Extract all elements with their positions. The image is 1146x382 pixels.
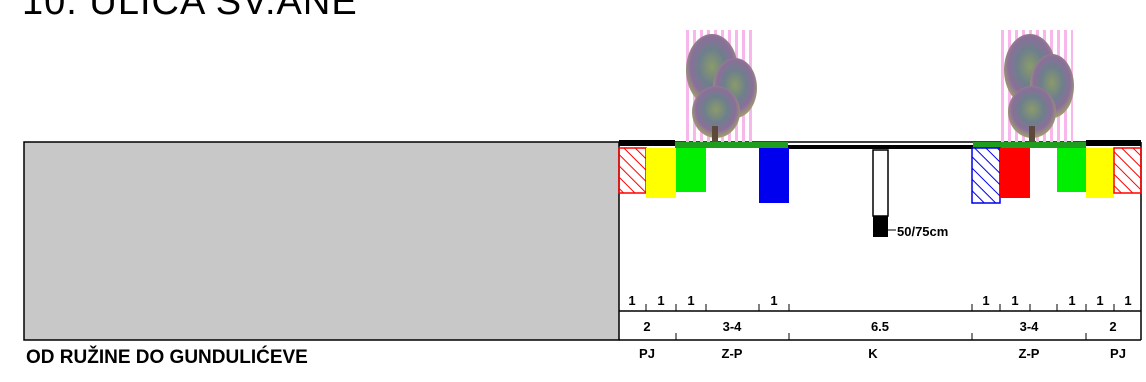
width-value: 3-4: [1020, 319, 1040, 334]
page-title: 10. ULICA SV.ANE: [22, 0, 358, 23]
dimension-one: 1: [687, 293, 694, 308]
dimension-one: 1: [982, 293, 989, 308]
zone-labels-row: PJ Z-P K Z-P PJ: [639, 346, 1126, 361]
dimension-ticks: [645, 304, 1115, 340]
dimension-one: 1: [657, 293, 664, 308]
blue-utility: [759, 148, 789, 203]
dimension-one: 1: [1011, 293, 1018, 308]
zone-label: Z-P: [722, 346, 743, 361]
tree-left: [682, 30, 757, 146]
street-surface: [619, 140, 1141, 149]
green-utility-left: [676, 148, 706, 192]
zone-label: K: [868, 346, 878, 361]
widths-dimension-row: 2 3-4 6.5 3-4 2: [643, 319, 1116, 334]
grey-building-block: [23, 141, 620, 341]
pipe-dimension-label: 50/75cm: [897, 224, 948, 239]
sewer-pipe: [872, 149, 896, 237]
zone-label: PJ: [639, 346, 655, 361]
dimension-one: 1: [1096, 293, 1103, 308]
ones-dimension-row: 1 1 1 1 1 1 1 1 1: [628, 293, 1131, 308]
dimension-one: 1: [1068, 293, 1075, 308]
red-utility: [1000, 148, 1030, 198]
hatched-blue-utility: [971, 147, 1001, 204]
width-value: 6.5: [871, 319, 889, 334]
dimension-one: 1: [770, 293, 777, 308]
yellow-utility-right: [1086, 148, 1114, 198]
hatched-red-utility-right: [1113, 147, 1142, 194]
zone-label: Z-P: [1019, 346, 1040, 361]
yellow-utility-left: [646, 148, 676, 198]
dimension-one: 1: [1124, 293, 1131, 308]
zone-label: PJ: [1110, 346, 1126, 361]
width-value: 2: [643, 319, 650, 334]
width-value: 2: [1109, 319, 1116, 334]
tree-right: [1001, 30, 1074, 146]
section-subtitle: OD RUŽINE DO GUNDULIĆEVE: [26, 347, 308, 368]
dimension-one: 1: [628, 293, 635, 308]
hatched-red-utility-left: [618, 147, 647, 194]
width-value: 3-4: [723, 319, 743, 334]
green-utility-right: [1057, 148, 1086, 192]
